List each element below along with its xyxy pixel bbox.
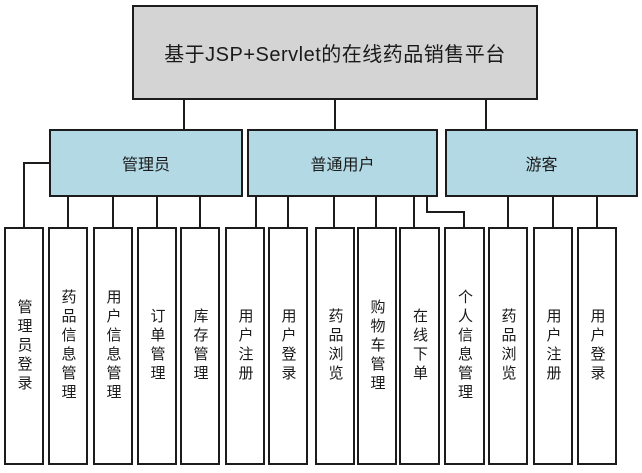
connector-user-personal-info-v1	[426, 197, 428, 213]
connector-admin-order	[156, 197, 158, 228]
connector-admin-login-vertical	[23, 162, 25, 228]
connector-user-online-order	[413, 197, 415, 228]
connector-root-to-admin	[183, 100, 185, 129]
connector-root-to-guest	[485, 100, 487, 129]
group-node-admin: 管理员	[49, 129, 243, 197]
connector-guest-login	[596, 197, 598, 228]
leaf-node-user-login: 用户登录	[268, 227, 308, 465]
connector-admin-medicine-info	[67, 197, 69, 228]
leaf-node-user-register: 用户注册	[225, 227, 265, 465]
connector-root-to-user	[334, 100, 336, 129]
connector-admin-inventory	[199, 197, 201, 228]
leaf-node-inventory-mgmt: 库存管理	[180, 227, 220, 465]
connector-user-login	[287, 197, 289, 228]
root-node-platform-title: 基于JSP+Servlet的在线药品销售平台	[132, 5, 538, 100]
connector-admin-login-horizontal	[23, 162, 49, 164]
group-node-guest: 游客	[445, 129, 638, 197]
leaf-node-user-info-mgmt: 用户信息管理	[93, 227, 133, 465]
leaf-node-online-order: 在线下单	[399, 227, 440, 465]
leaf-node-order-mgmt: 订单管理	[137, 227, 177, 465]
leaf-node-medicine-browse: 药品浏览	[315, 227, 355, 465]
connector-user-cart	[375, 197, 377, 228]
leaf-node-guest-medicine-browse: 药品浏览	[488, 227, 528, 465]
leaf-node-personal-info-mgmt: 个人信息管理	[444, 227, 485, 465]
connector-user-register	[255, 197, 257, 228]
connector-admin-user-info	[112, 197, 114, 228]
leaf-node-admin-login: 管理员登录	[4, 227, 44, 465]
connector-user-personal-info-v2	[463, 211, 465, 228]
connector-guest-browse	[507, 197, 509, 228]
group-node-user: 普通用户	[247, 129, 438, 197]
connector-user-personal-info-horizontal	[426, 211, 465, 213]
leaf-node-guest-user-register: 用户注册	[533, 227, 573, 465]
leaf-node-guest-user-login: 用户登录	[577, 227, 617, 465]
connector-user-browse	[333, 197, 335, 228]
leaf-node-medicine-info-mgmt: 药品信息管理	[48, 227, 88, 465]
connector-guest-register	[552, 197, 554, 228]
leaf-node-cart-mgmt: 购物车管理	[357, 227, 397, 465]
